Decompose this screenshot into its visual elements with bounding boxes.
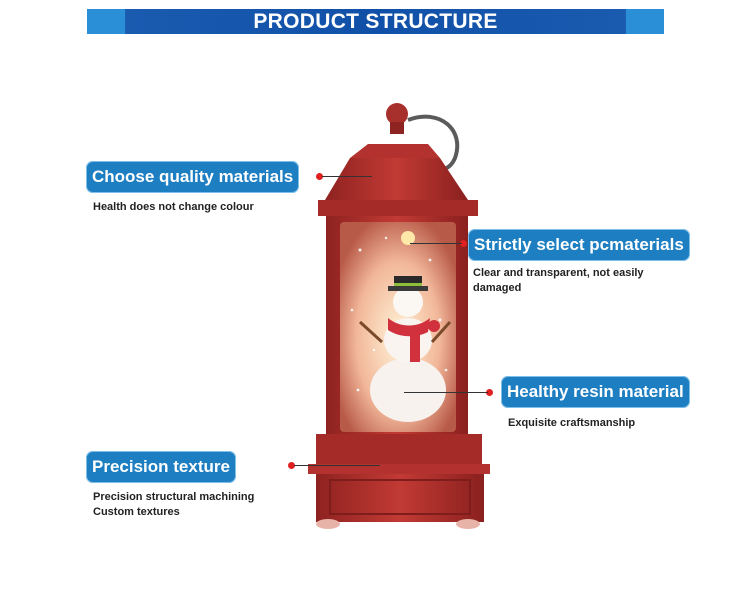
leader-line bbox=[294, 465, 380, 466]
callout-resin-material-desc: Exquisite craftsmanship bbox=[508, 416, 635, 431]
callout-pc-materials-desc: Clear and transparent, not easily damage… bbox=[473, 266, 644, 296]
callout-quality-materials-desc: Health does not change colour bbox=[93, 200, 254, 215]
header-banner: PRODUCT STRUCTURE bbox=[87, 9, 664, 34]
leader-line bbox=[404, 392, 488, 393]
leader-line bbox=[322, 176, 372, 177]
callout-resin-material: Healthy resin material bbox=[501, 376, 690, 408]
banner-left-cap bbox=[87, 9, 125, 34]
banner-right-cap bbox=[626, 9, 664, 34]
callout-precision-texture: Precision texture bbox=[86, 451, 236, 483]
snowman-lantern-image bbox=[308, 103, 490, 529]
callout-desc-line: Clear and transparent, not easily bbox=[473, 267, 644, 279]
callout-desc-line: Health does not change colour bbox=[93, 201, 254, 213]
leader-dot bbox=[316, 173, 323, 180]
callout-desc-line: Precision structural machining bbox=[93, 491, 255, 503]
page-title: PRODUCT STRUCTURE bbox=[253, 10, 498, 33]
callout-desc-line: Exquisite craftsmanship bbox=[508, 417, 636, 429]
callout-desc-line: Custom textures bbox=[93, 506, 180, 518]
leader-dot bbox=[460, 240, 467, 247]
leader-line bbox=[410, 243, 462, 244]
callout-quality-materials: Choose quality materials bbox=[86, 161, 300, 193]
callout-precision-texture-desc: Precision structural machining Custom te… bbox=[93, 490, 254, 520]
callout-pc-materials: Strictly select pcmaterials bbox=[468, 229, 690, 261]
callout-desc-line: damaged bbox=[473, 282, 522, 294]
leader-dot bbox=[486, 389, 493, 396]
leader-dot bbox=[288, 462, 295, 469]
